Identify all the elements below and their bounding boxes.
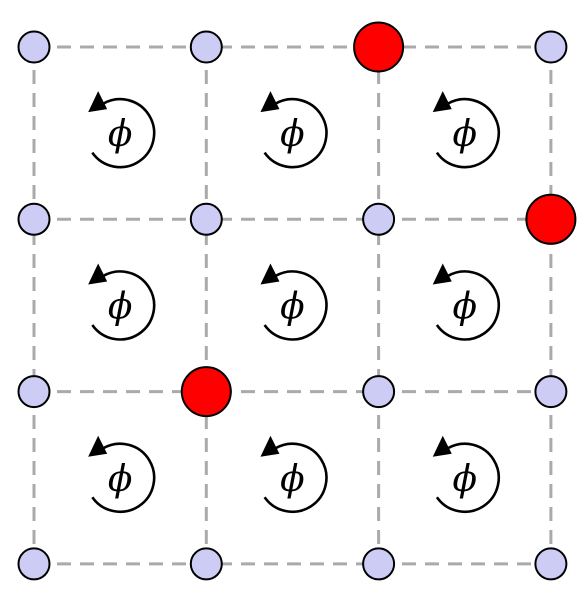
lattice-site — [534, 375, 568, 409]
plaquette: ϕ — [432, 91, 501, 169]
lattice-site — [17, 547, 51, 581]
plaquette: ϕ — [88, 263, 156, 341]
flux-label: ϕ — [280, 286, 305, 327]
flux-label: ϕ — [108, 286, 133, 327]
lattice-sites — [17, 21, 577, 581]
circulation-arrow-icon — [91, 97, 156, 169]
arrowhead-icon — [260, 435, 280, 457]
lattice-grid — [32, 45, 553, 566]
circulation-arrow-icon — [263, 97, 328, 169]
highlighted-site — [180, 366, 232, 418]
arrowhead-icon — [260, 263, 280, 285]
circulation-arrow-icon — [91, 270, 156, 341]
lattice-site — [362, 375, 396, 409]
flux-label: ϕ — [280, 114, 305, 155]
circulation-arrow-icon — [263, 442, 328, 514]
lattice-site — [17, 202, 51, 236]
lattice-site — [189, 547, 223, 581]
circulation-arrow-icon — [435, 442, 501, 514]
flux-label: ϕ — [108, 459, 133, 500]
arrowhead-icon — [88, 263, 108, 285]
plaquette: ϕ — [432, 435, 501, 514]
arrowhead-icon — [432, 263, 452, 285]
arrowhead-icon — [432, 435, 452, 457]
circulation-arrow-icon — [435, 97, 501, 169]
arrowhead-icon — [88, 435, 108, 457]
plaquette: ϕ — [260, 263, 328, 341]
highlighted-site — [353, 21, 405, 73]
highlighted-site — [525, 193, 577, 245]
lattice-site — [362, 202, 396, 236]
plaquettes: ϕ ϕ ϕ ϕ ϕ ϕ ϕ ϕ ϕ — [88, 91, 501, 514]
flux-label: ϕ — [108, 114, 133, 155]
flux-label: ϕ — [452, 459, 477, 500]
plaquette: ϕ — [260, 435, 328, 514]
lattice-site — [534, 30, 568, 64]
arrowhead-icon — [432, 91, 452, 113]
lattice-site — [189, 202, 223, 236]
lattice-site — [189, 30, 223, 64]
lattice-site — [17, 30, 51, 64]
circulation-arrow-icon — [91, 442, 156, 514]
plaquette: ϕ — [432, 263, 501, 341]
flux-label: ϕ — [452, 286, 477, 327]
arrowhead-icon — [88, 91, 108, 113]
lattice-site — [17, 375, 51, 409]
plaquette: ϕ — [260, 91, 328, 169]
lattice-site — [362, 547, 396, 581]
arrowhead-icon — [260, 91, 280, 113]
flux-label: ϕ — [280, 459, 305, 500]
plaquette: ϕ — [88, 435, 156, 514]
circulation-arrow-icon — [435, 270, 501, 341]
plaquette: ϕ — [88, 91, 156, 169]
circulation-arrow-icon — [263, 270, 328, 341]
lattice-site — [534, 547, 568, 581]
flux-label: ϕ — [452, 114, 477, 155]
